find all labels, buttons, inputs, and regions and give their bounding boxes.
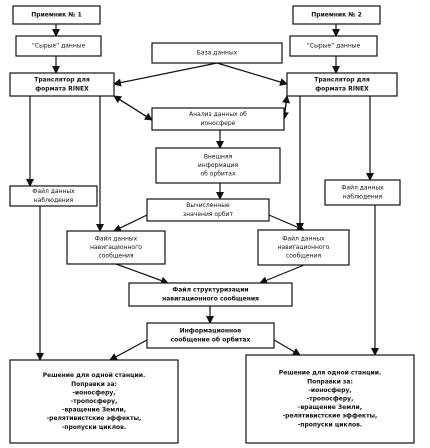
node-box xyxy=(15,35,102,57)
node-label-line: -пропуски циклов. xyxy=(62,424,126,431)
node-raw1: “Сырые” данные xyxy=(15,35,102,57)
node-label-line: -тропосферу, xyxy=(71,398,118,405)
node-obs-file1: Файл данных наблюдения xyxy=(9,185,98,207)
node-box xyxy=(9,72,115,97)
node-label-line: наблюдения xyxy=(343,193,383,200)
node-label-line: -пропуски циклов. xyxy=(298,421,362,428)
node-box xyxy=(257,229,350,266)
node-label-line: Файл данных xyxy=(341,185,384,192)
node-box xyxy=(128,282,293,307)
connector-lines xyxy=(26,24,379,361)
node-label-line: Транслятор для xyxy=(314,77,370,84)
node-raw2: “Сырые” данные xyxy=(289,35,378,57)
node-label-line: “Сырые” данные xyxy=(32,43,86,50)
node-label-line: формата RINEX xyxy=(315,85,369,92)
node-computed-orbit: Вычисленные значения орбит xyxy=(146,198,270,222)
node-ionosphere: Анализ данных об ионосфере xyxy=(151,107,285,131)
node-box xyxy=(9,185,98,207)
node-box xyxy=(151,42,283,64)
node-label-line: навигационного сообщения xyxy=(162,295,259,302)
node-label-line: -релятивистские эффекты, xyxy=(47,415,142,422)
node-box xyxy=(151,107,285,131)
node-label-line: -ионосферу, xyxy=(72,389,115,396)
connector-arrow xyxy=(113,214,148,232)
node-label-line: -релятивистские эффекты, xyxy=(283,413,378,420)
node-label-line: Поправки за: xyxy=(307,378,353,385)
node-box xyxy=(155,147,281,184)
connector-arrow xyxy=(115,263,169,285)
node-label-line: Решение для одной станции. xyxy=(43,372,146,379)
node-box xyxy=(245,354,415,444)
node-label-line: “Сырые” данные xyxy=(307,43,361,50)
node-label-line: Файл структуризации xyxy=(172,287,248,294)
node-solution2: Решение для одной станции.Поправки за: -и… xyxy=(245,354,415,444)
node-label-line: об орбитах xyxy=(200,171,236,178)
node-box xyxy=(324,179,401,206)
node-label-line: Файл данных xyxy=(282,235,325,242)
node-label-line: ионосфере xyxy=(201,120,236,127)
node-box xyxy=(9,359,179,444)
node-nav-file1: Файл данных навигационного сообщения xyxy=(66,230,166,265)
node-box xyxy=(286,72,398,97)
node-label-line: Файл данных xyxy=(32,188,75,195)
connector-arrow xyxy=(113,62,218,87)
node-label-line: -ионосферу, xyxy=(308,387,351,394)
node-label-line: значения орбит xyxy=(183,211,233,218)
node-label-line: Приемник № 1 xyxy=(31,12,82,19)
node-label-line: Вычисленные xyxy=(186,202,230,209)
node-label-line: -тропосферу, xyxy=(307,396,354,403)
node-label-line: Анализ данных об xyxy=(189,111,247,118)
node-box xyxy=(12,5,101,25)
connector-arrow xyxy=(113,95,153,121)
node-label-line: сообщения xyxy=(286,253,322,260)
node-label-line: Приемник № 2 xyxy=(311,12,362,19)
node-label-line: сообщения xyxy=(98,253,134,260)
node-box xyxy=(146,322,275,349)
connector-arrow xyxy=(259,264,305,285)
node-receiver1: Приемник № 1 xyxy=(12,5,101,25)
connector-arrow xyxy=(273,339,301,356)
node-box xyxy=(289,35,378,57)
node-label-line: навигационного xyxy=(90,244,142,251)
node-label-line: формата RINEX xyxy=(35,85,89,92)
node-label-line: навигационного xyxy=(278,244,330,251)
node-label-line: -вращение Земли, xyxy=(62,407,126,414)
node-label-line: Внешняя xyxy=(204,153,233,160)
node-box xyxy=(66,230,166,265)
node-label-line: Информационное xyxy=(180,328,242,335)
node-label-line: сообщение об орбитах xyxy=(171,336,251,343)
connector-arrow xyxy=(109,339,148,361)
node-label-line: наблюдения xyxy=(34,197,74,204)
node-box xyxy=(292,5,381,25)
node-solution1: Решение для одной станции. Поправки за:-и… xyxy=(9,359,179,444)
node-label-line: Файл данных xyxy=(95,235,138,242)
node-label-line: информация xyxy=(198,162,239,169)
node-label-line: Поправки за: xyxy=(71,381,117,388)
node-box xyxy=(146,198,270,222)
node-label-line: Решение для одной станции. xyxy=(279,370,382,377)
node-receiver2: Приемник № 2 xyxy=(292,5,381,25)
diagram-nodes: Приемник № 1 Приемник № 2 “Сырые” данные “С… xyxy=(9,5,415,444)
node-nav-file2: Файл данных навигационного сообщения xyxy=(257,229,350,266)
node-database: База данных xyxy=(151,42,283,64)
connector-arrow xyxy=(268,214,305,231)
node-label-line: -вращение Земли, xyxy=(298,404,362,411)
connector-arrow xyxy=(216,62,288,86)
node-label-line: База данных xyxy=(197,50,238,57)
node-external-orbit: Внешняя информация об орбитах xyxy=(155,147,281,184)
node-label-line: Транслятор для xyxy=(34,77,90,84)
